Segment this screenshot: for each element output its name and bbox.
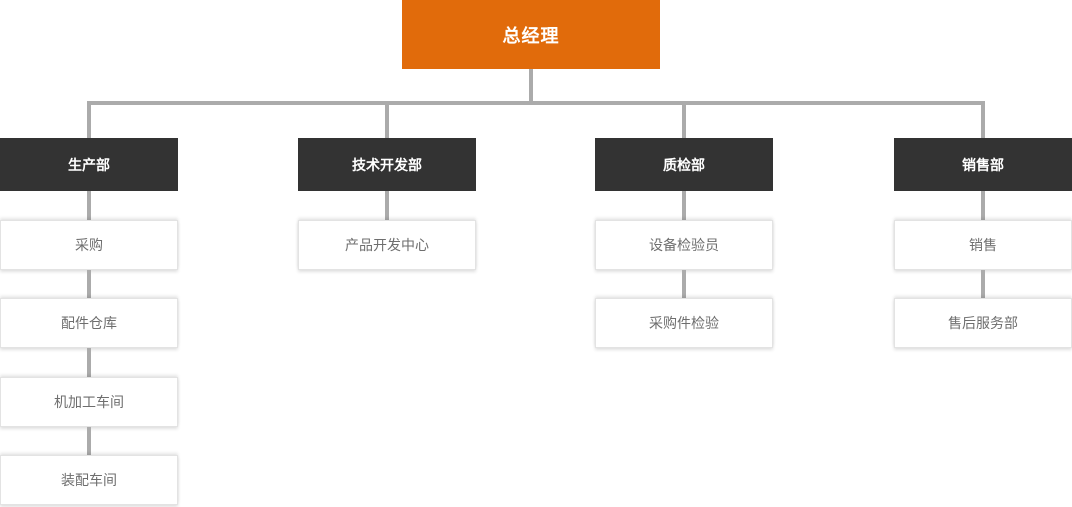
org-node-quality-dept: 质检部 xyxy=(595,138,773,191)
org-node-sales-dept-label: 销售部 xyxy=(962,156,1004,173)
org-column-tech: 技术开发部 产品开发中心 xyxy=(298,138,476,270)
org-node-purchased-parts-inspection: 采购件检验 xyxy=(595,298,773,348)
connector-stub xyxy=(682,191,686,220)
org-node-assembly-workshop-label: 装配车间 xyxy=(61,472,117,488)
org-node-equipment-inspector-label: 设备检验员 xyxy=(649,237,719,253)
org-node-equipment-inspector: 设备检验员 xyxy=(595,220,773,270)
org-node-parts-warehouse: 配件仓库 xyxy=(0,298,178,348)
org-node-purchased-parts-inspection-label: 采购件检验 xyxy=(649,315,719,331)
org-node-product-dev-center: 产品开发中心 xyxy=(298,220,476,270)
connector-stub xyxy=(981,191,985,220)
org-node-after-sales-service: 售后服务部 xyxy=(894,298,1072,348)
org-node-sales-label: 销售 xyxy=(969,237,997,253)
connector-stub xyxy=(385,191,389,220)
org-node-product-dev-center-label: 产品开发中心 xyxy=(345,237,429,253)
org-node-quality-dept-label: 质检部 xyxy=(663,156,705,173)
connector-drop-production xyxy=(87,105,91,138)
org-column-quality: 质检部 设备检验员 采购件检验 xyxy=(595,138,773,348)
connector-drop-sales xyxy=(981,105,985,138)
org-column-sales: 销售部 销售 售后服务部 xyxy=(894,138,1072,348)
org-node-production-dept: 生产部 xyxy=(0,138,178,191)
org-node-parts-warehouse-label: 配件仓库 xyxy=(61,315,117,331)
org-node-machining-workshop-label: 机加工车间 xyxy=(54,394,124,410)
connector-drop-tech xyxy=(385,105,389,138)
org-node-sales: 销售 xyxy=(894,220,1072,270)
org-node-tech-dept-label: 技术开发部 xyxy=(352,156,422,173)
org-node-production-dept-label: 生产部 xyxy=(68,156,110,173)
org-node-tech-dept: 技术开发部 xyxy=(298,138,476,191)
connector-stub xyxy=(87,191,91,220)
org-node-purchasing-label: 采购 xyxy=(75,237,103,253)
connector-stub xyxy=(87,348,91,377)
connector-horizontal xyxy=(87,101,985,105)
org-node-sales-dept: 销售部 xyxy=(894,138,1072,191)
org-node-general-manager-label: 总经理 xyxy=(502,25,560,46)
org-node-assembly-workshop: 装配车间 xyxy=(0,455,178,505)
connector-stub xyxy=(682,270,686,298)
connector-root-vertical xyxy=(529,69,533,101)
org-column-production: 生产部 采购 配件仓库 机加工车间 装配车间 xyxy=(0,138,178,505)
connector-drop-quality xyxy=(682,105,686,138)
connector-stub xyxy=(87,270,91,298)
org-node-machining-workshop: 机加工车间 xyxy=(0,377,178,427)
org-node-purchasing: 采购 xyxy=(0,220,178,270)
org-node-after-sales-service-label: 售后服务部 xyxy=(948,315,1018,331)
org-node-general-manager: 总经理 xyxy=(402,0,660,69)
connector-stub xyxy=(981,270,985,298)
connector-stub xyxy=(87,427,91,455)
